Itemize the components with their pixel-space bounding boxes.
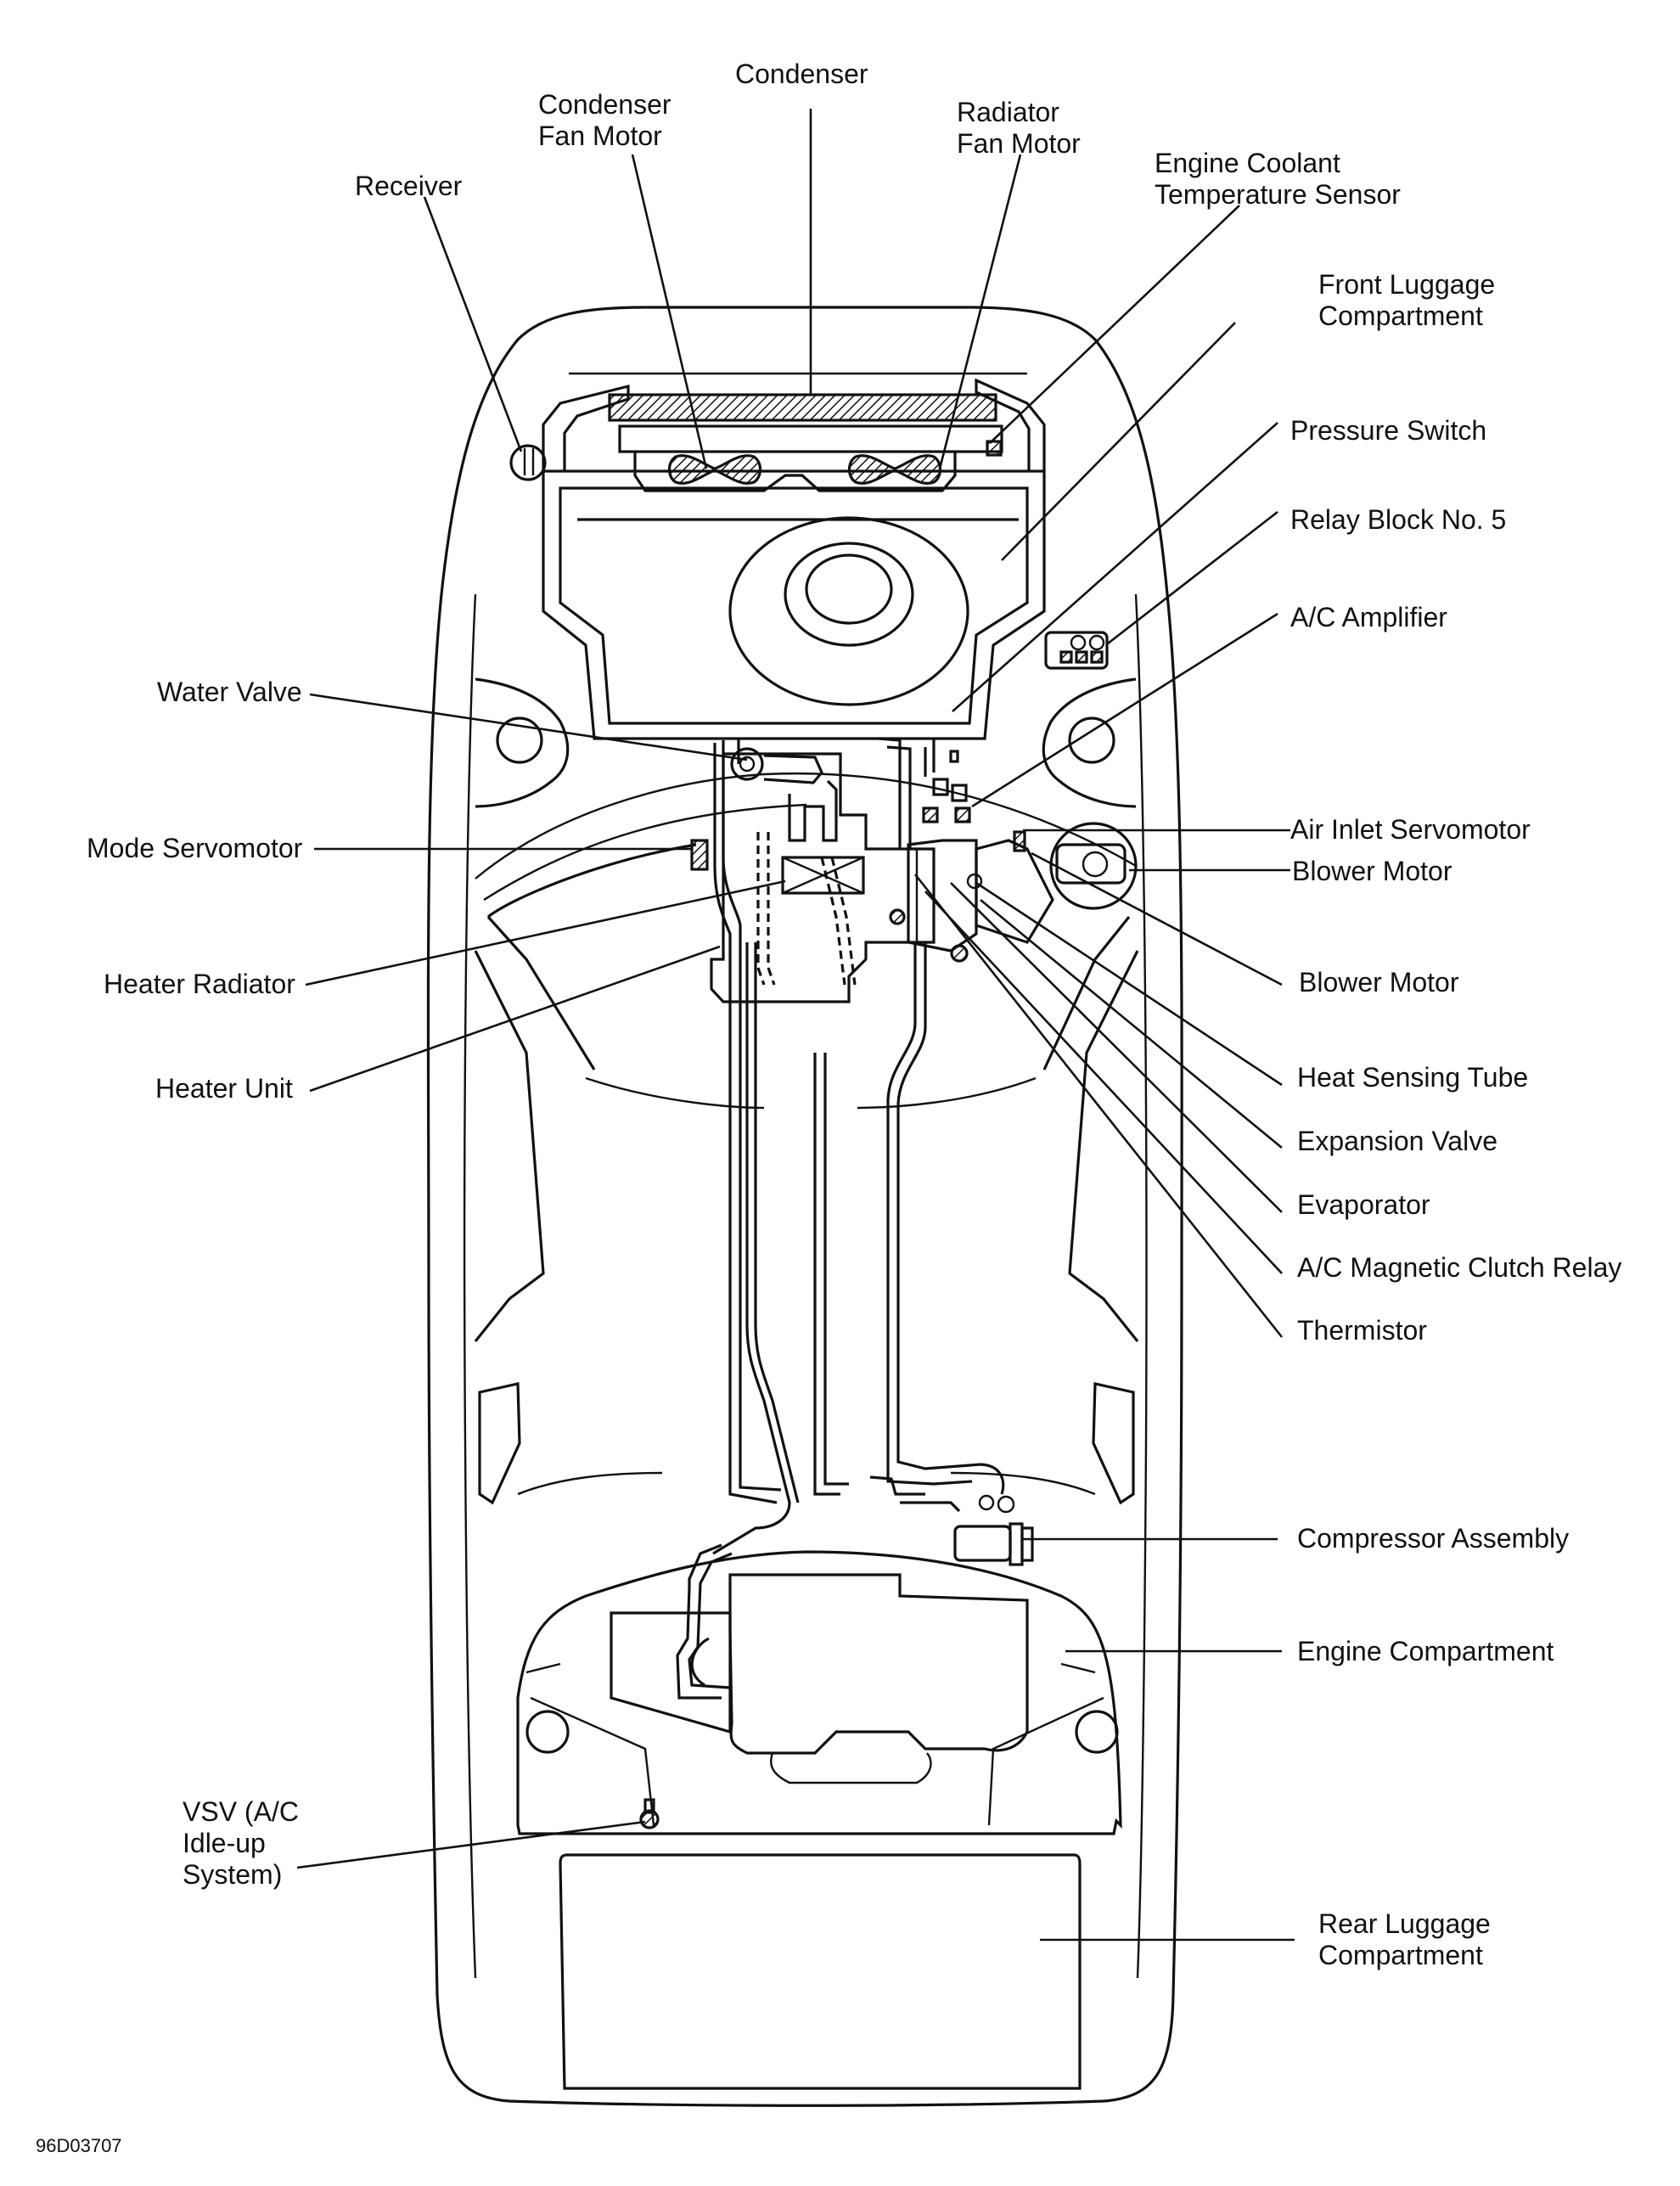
- mode-servomotor-unit: [690, 839, 709, 871]
- label-pressure-switch: Pressure Switch: [1290, 415, 1486, 446]
- label-radiator-fan-motor: Radiator Fan Motor: [957, 97, 1081, 159]
- label-condenser-fan-motor: Condenser Fan Motor: [538, 89, 678, 151]
- blower-motor-housing: [1049, 822, 1138, 910]
- label-mode-servomotor: Mode Servomotor: [87, 833, 303, 863]
- label-front-luggage-compartment: Front Luggage Compartment: [1318, 269, 1503, 331]
- figure-code: 96D03707: [36, 2135, 122, 2156]
- relay-block-no5-box: [1044, 631, 1109, 670]
- label-relay-block-no5: Relay Block No. 5: [1290, 504, 1506, 535]
- label-ac-amplifier: A/C Amplifier: [1290, 602, 1447, 632]
- labels: Condenser Condenser Fan Motor Radiator F…: [36, 59, 1621, 2156]
- label-rear-luggage-compartment: Rear Luggage Compartment: [1318, 1908, 1498, 1970]
- label-air-inlet-servomotor: Air Inlet Servomotor: [1290, 814, 1531, 845]
- vehicle-outline: [426, 306, 1183, 2107]
- receiver-tank: [509, 444, 547, 481]
- spare-tire: [728, 516, 969, 706]
- label-blower-motor-2: Blower Motor: [1299, 967, 1459, 997]
- label-heater-unit: Heater Unit: [155, 1073, 293, 1104]
- label-receiver: Receiver: [355, 171, 463, 201]
- label-compressor-assembly: Compressor Assembly: [1297, 1523, 1569, 1554]
- car-body-outline: [426, 306, 1183, 2107]
- label-thermistor: Thermistor: [1297, 1315, 1427, 1346]
- label-expansion-valve: Expansion Valve: [1297, 1126, 1497, 1156]
- label-vsv: VSV (A/C Idle-up System): [183, 1796, 306, 1890]
- label-heater-radiator: Heater Radiator: [104, 969, 295, 999]
- label-ac-magnetic-clutch-relay: A/C Magnetic Clutch Relay: [1297, 1252, 1621, 1283]
- label-engine-coolant-temperature-sensor: Engine Coolant Temperature Sensor: [1155, 148, 1401, 210]
- leader-lines: [296, 109, 1295, 1942]
- label-condenser: Condenser: [735, 59, 868, 89]
- label-engine-compartment: Engine Compartment: [1297, 1636, 1554, 1666]
- label-water-valve: Water Valve: [157, 677, 302, 707]
- label-heat-sensing-tube: Heat Sensing Tube: [1297, 1062, 1528, 1093]
- condenser-core: [608, 393, 997, 422]
- label-evaporator: Evaporator: [1297, 1189, 1430, 1220]
- label-blower-motor-1: Blower Motor: [1292, 856, 1452, 886]
- compressor-body: [953, 1525, 1012, 1562]
